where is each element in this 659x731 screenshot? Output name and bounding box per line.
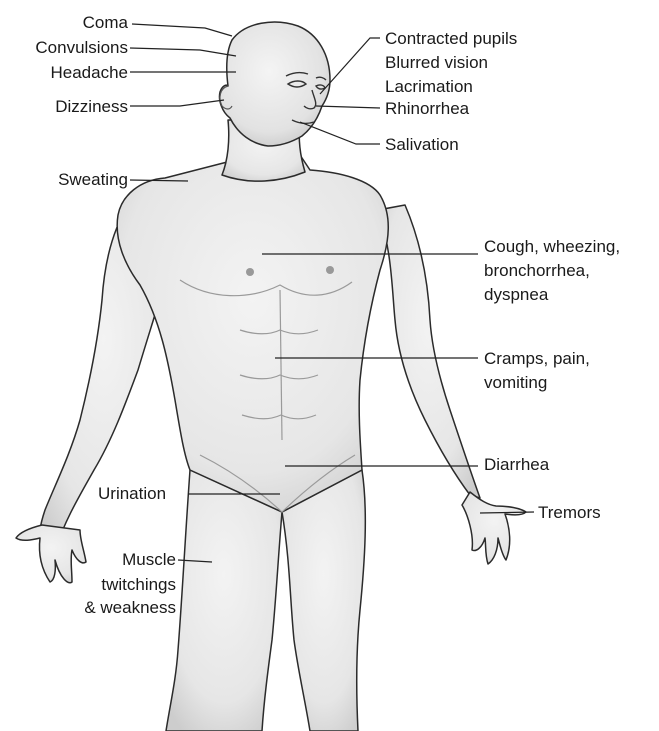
left-leg xyxy=(166,470,282,731)
nipple xyxy=(326,266,334,274)
label-rhinorrhea: Rhinorrhea xyxy=(385,98,469,119)
leader-line-dizziness xyxy=(130,100,224,106)
label-lacrimation: Lacrimation xyxy=(385,76,473,97)
label-tremors: Tremors xyxy=(538,502,601,523)
human-figure xyxy=(16,22,526,731)
label-cramps-line-2: vomiting xyxy=(484,372,547,393)
label-dizziness: Dizziness xyxy=(10,96,128,117)
label-headache: Headache xyxy=(10,62,128,83)
leader-line-coma xyxy=(132,24,232,36)
label-cramps-line-1: Cramps, pain, xyxy=(484,348,590,369)
label-cough-line-3: dyspnea xyxy=(484,284,548,305)
right-leg xyxy=(282,470,365,731)
leader-line-rhinorrhea xyxy=(316,106,380,108)
label-convulsions: Convulsions xyxy=(0,37,128,58)
label-contracted-pupils: Contracted pupils xyxy=(385,28,517,49)
label-blurred-vision: Blurred vision xyxy=(385,52,488,73)
label-urination: Urination xyxy=(98,483,166,504)
label-salivation: Salivation xyxy=(385,134,459,155)
label-cough-line-2: bronchorrhea, xyxy=(484,260,590,281)
label-sweating: Sweating xyxy=(10,169,128,190)
right-hand xyxy=(462,492,526,564)
nipple xyxy=(246,268,254,276)
label-muscle-line-2: twitchings xyxy=(60,574,176,595)
right-arm xyxy=(378,205,480,498)
label-muscle-line-3: & weakness xyxy=(40,597,176,618)
leader-line-convulsions xyxy=(130,48,236,56)
label-coma: Coma xyxy=(30,12,128,33)
label-cough-line-1: Cough, wheezing, xyxy=(484,236,620,257)
label-diarrhea: Diarrhea xyxy=(484,454,549,475)
label-muscle-line-1: Muscle xyxy=(60,549,176,570)
